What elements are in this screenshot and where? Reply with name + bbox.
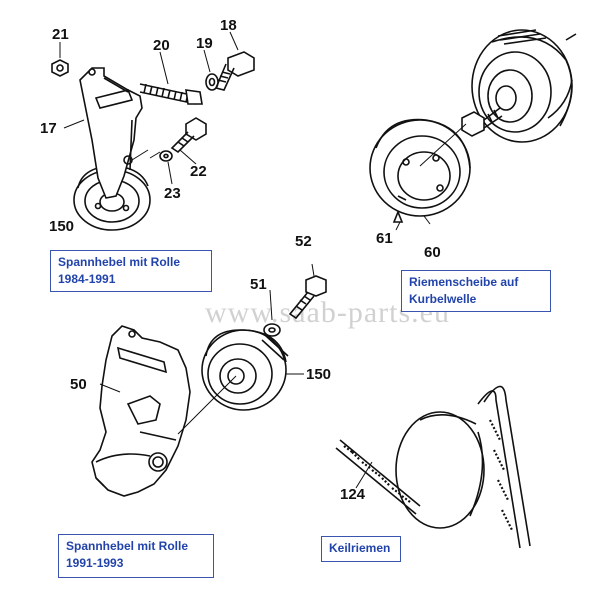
- part-number-50: 50: [70, 376, 87, 393]
- leader-lines-bottom-right: [355, 461, 373, 489]
- bolt-52: [288, 275, 327, 320]
- part-number-17: 17: [40, 120, 57, 137]
- part-number-19: 19: [196, 35, 213, 52]
- washer-23: [159, 150, 173, 162]
- part-number-52: 52: [295, 233, 312, 250]
- part-number-150-top: 150: [49, 218, 74, 235]
- threaded-rod-20: [139, 83, 203, 105]
- caption-tensioner-1984-1991: Spannhebel mit Rolle 1984-1991: [50, 250, 212, 292]
- part-number-20: 20: [153, 37, 170, 54]
- leader-lines-bottom-left: [99, 263, 315, 435]
- crankshaft-pulley-rear: [471, 29, 577, 143]
- part-number-23: 23: [164, 185, 181, 202]
- tensioner-bracket-50: [91, 325, 191, 497]
- crankshaft-pulley-60: [369, 118, 471, 217]
- part-number-150-bottom: 150: [306, 366, 331, 383]
- part-number-22: 22: [190, 163, 207, 180]
- bolt-22: [170, 117, 207, 154]
- washer-51: [263, 323, 281, 337]
- part-number-18: 18: [220, 17, 237, 34]
- part-number-21: 21: [52, 26, 69, 43]
- tensioner-pulley-150-bottom: [201, 329, 289, 411]
- belt-pulley: [395, 411, 485, 529]
- tensioner-assembly-1991: [91, 263, 327, 497]
- part-number-61: 61: [376, 230, 393, 247]
- tensioner-assembly-1984: [51, 31, 255, 231]
- crankshaft-bolt: [461, 107, 503, 137]
- part-number-124: 124: [340, 486, 366, 503]
- caption-crankshaft-pulley: Riemenscheibe auf Kurbelwelle: [401, 270, 551, 312]
- part-number-60: 60: [424, 244, 441, 261]
- v-belt-124: [335, 385, 531, 549]
- crankshaft-pulley-assembly: [369, 29, 577, 231]
- leader-lines-top-right: [395, 123, 467, 231]
- screw-61: [392, 209, 404, 223]
- v-belt-assembly: [335, 385, 531, 549]
- part-number-51: 51: [250, 276, 267, 293]
- leader-lines-top-left: [59, 31, 239, 185]
- caption-tensioner-1991-1993: Spannhebel mit Rolle 1991-1993: [58, 534, 214, 578]
- tensioner-lever-17: [79, 67, 143, 199]
- caption-v-belt: Keilriemen: [321, 536, 401, 562]
- bolt-18: [214, 51, 255, 91]
- nut-21: [51, 59, 69, 77]
